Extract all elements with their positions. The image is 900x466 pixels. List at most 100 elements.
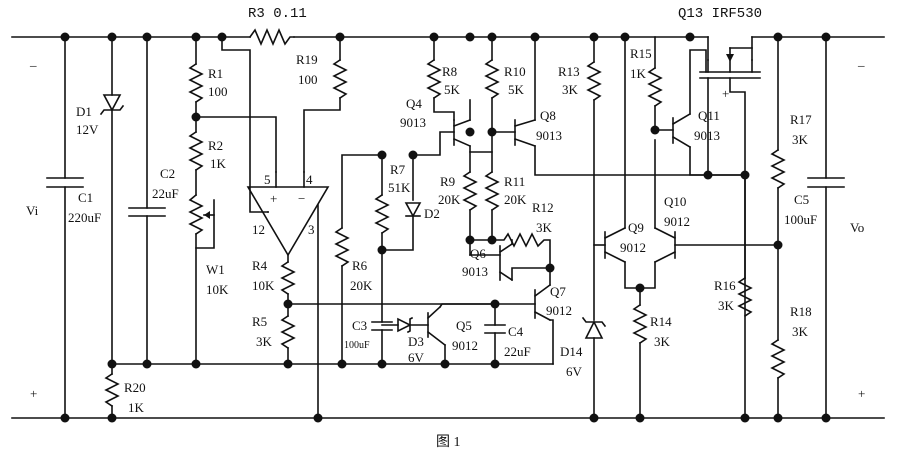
q11-transistor bbox=[654, 49, 746, 176]
r19-label: R19 bbox=[296, 52, 318, 67]
junction-dot bbox=[335, 32, 345, 42]
opamp bbox=[246, 171, 330, 419]
q10-transistor bbox=[639, 139, 779, 289]
junction-dot bbox=[440, 359, 450, 369]
opamp-plus-wire bbox=[195, 116, 277, 173]
junction-dot bbox=[107, 413, 117, 423]
r3-label: R3 0.11 bbox=[248, 6, 307, 22]
junction-dot bbox=[773, 32, 783, 42]
q9-label: Q9 bbox=[628, 220, 644, 235]
c1-value: 220uF bbox=[68, 210, 101, 225]
w1-label: W1 bbox=[206, 262, 225, 277]
c4-value: 22uF bbox=[504, 344, 531, 359]
r1-resistor bbox=[188, 36, 204, 118]
vo-plus-label: + bbox=[858, 386, 865, 401]
vi-label: Vi bbox=[26, 203, 39, 218]
q7-value: 9012 bbox=[546, 303, 572, 318]
junction-dot bbox=[487, 32, 497, 42]
d14-value: 6V bbox=[566, 364, 583, 379]
r13-resistor bbox=[586, 36, 602, 321]
r12-resistor bbox=[491, 232, 551, 269]
junction-dot bbox=[740, 413, 750, 423]
c3-value: 100uF bbox=[344, 340, 370, 351]
q9-value: 9012 bbox=[620, 240, 646, 255]
junction-dot bbox=[490, 299, 500, 309]
w1-value: 10K bbox=[206, 282, 229, 297]
r18-label: R18 bbox=[790, 304, 812, 319]
d14-label: D14 bbox=[560, 344, 583, 359]
junction-dot bbox=[60, 32, 70, 42]
junction-dot bbox=[191, 112, 201, 122]
junction-dot bbox=[545, 263, 555, 273]
r19-value: 100 bbox=[298, 72, 318, 87]
d14-zener bbox=[581, 316, 607, 419]
d1-value: 12V bbox=[76, 122, 99, 137]
junction-dot bbox=[60, 413, 70, 423]
r2-value: 1K bbox=[210, 156, 227, 171]
q7-label: Q7 bbox=[550, 284, 566, 299]
d3-zener bbox=[381, 316, 429, 334]
vo-label: Vo bbox=[850, 220, 864, 235]
vo-minus-label: _ bbox=[857, 53, 865, 68]
junction-dot bbox=[465, 32, 475, 42]
r10-value: 5K bbox=[508, 82, 525, 97]
junction-dot bbox=[773, 240, 783, 250]
opamp-pin3: 3 bbox=[308, 222, 315, 237]
r5-label: R5 bbox=[252, 314, 267, 329]
junction-dot bbox=[740, 170, 750, 180]
junction-dot bbox=[465, 127, 475, 137]
q8-value: 9013 bbox=[536, 128, 562, 143]
labels: _ + Vi _ + Vo R3 0.11 Q13 IRF530 D1 12V … bbox=[26, 6, 865, 450]
r8-value: 5K bbox=[444, 82, 461, 97]
q6-value: 9013 bbox=[462, 264, 488, 279]
r18-resistor bbox=[770, 244, 786, 419]
r2-resistor bbox=[188, 116, 204, 196]
r2-label: R2 bbox=[208, 138, 223, 153]
d1-label: D1 bbox=[76, 104, 92, 119]
c5-value: 100uF bbox=[784, 212, 817, 227]
c1-label: C1 bbox=[78, 190, 93, 205]
q7-transistor bbox=[494, 267, 554, 365]
r20-value: 1K bbox=[128, 400, 145, 415]
junction-dot bbox=[685, 32, 695, 42]
r6-value: 20K bbox=[350, 278, 373, 293]
opamp-minus: − bbox=[298, 191, 305, 206]
r10-resistor bbox=[484, 36, 500, 133]
figure-caption: 图 1 bbox=[436, 435, 461, 450]
junction-dot bbox=[408, 150, 418, 160]
r13-label: R13 bbox=[558, 64, 580, 79]
junction-dot bbox=[487, 127, 497, 137]
r16-label: R16 bbox=[714, 278, 736, 293]
junction-dot bbox=[283, 359, 293, 369]
junction-dot bbox=[465, 235, 475, 245]
r4-resistor bbox=[280, 260, 296, 305]
r12-value: 3K bbox=[536, 220, 553, 235]
r5-value: 3K bbox=[256, 334, 273, 349]
junction-dot bbox=[589, 32, 599, 42]
r12-label: R12 bbox=[532, 200, 554, 215]
junction-dot bbox=[635, 413, 645, 423]
r20-label: R20 bbox=[124, 380, 146, 395]
r20-resistor bbox=[104, 363, 120, 419]
d3-value: 6V bbox=[408, 350, 425, 365]
c2-label: C2 bbox=[160, 166, 175, 181]
r4-value: 10K bbox=[252, 278, 275, 293]
r3-resistor bbox=[248, 27, 295, 47]
q11-label: Q11 bbox=[698, 108, 720, 123]
r8-label: R8 bbox=[442, 64, 457, 79]
q13-mosfet bbox=[699, 36, 761, 419]
junction-dot bbox=[773, 413, 783, 423]
junction-dot bbox=[490, 359, 500, 369]
r7-value: 51K bbox=[388, 180, 411, 195]
r17-resistor bbox=[770, 36, 786, 246]
w1-potentiometer bbox=[188, 193, 215, 365]
q9-transistor bbox=[593, 36, 641, 289]
junction-dot bbox=[530, 32, 540, 42]
r7-label: R7 bbox=[390, 162, 406, 177]
junction-dot bbox=[821, 413, 831, 423]
junction-dot bbox=[313, 413, 323, 423]
junction-dot bbox=[377, 359, 387, 369]
r7-resistor bbox=[374, 154, 390, 251]
q11-value: 9013 bbox=[694, 128, 720, 143]
r11-value: 20K bbox=[504, 192, 527, 207]
